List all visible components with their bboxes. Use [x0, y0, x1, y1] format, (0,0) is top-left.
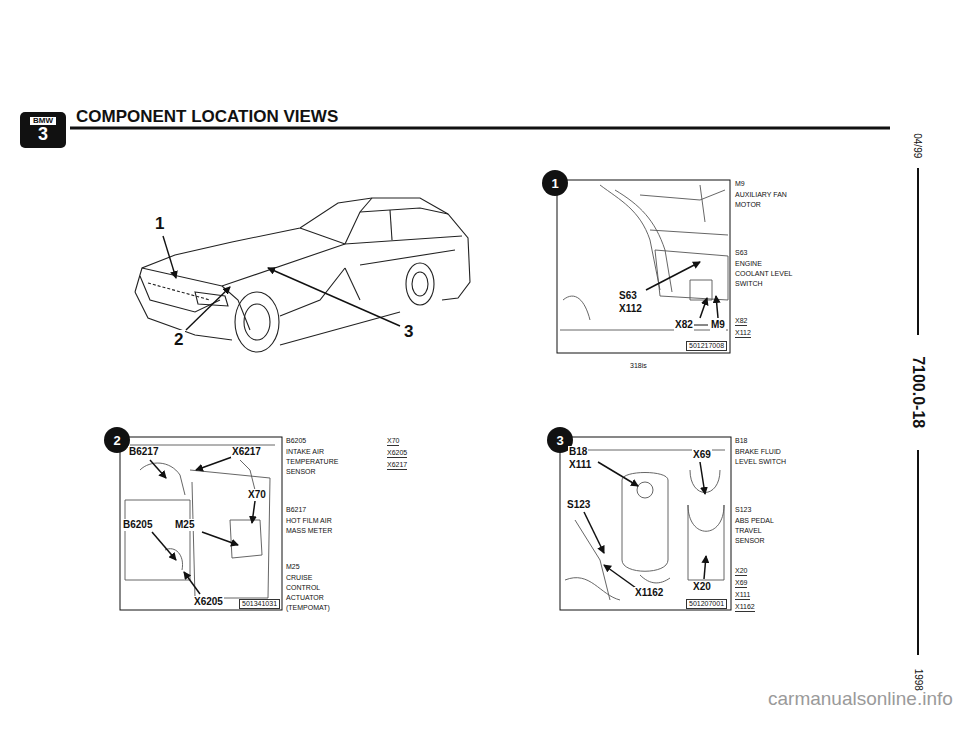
photo-number: 501341031 — [239, 599, 280, 609]
part-code: M25 — [286, 563, 300, 571]
part-code: M9 — [735, 180, 745, 188]
part-code: X20 — [692, 581, 712, 593]
callout-number: 3 — [402, 322, 415, 342]
brand-logo: BMW3 — [20, 112, 66, 148]
part-code: S63 — [735, 249, 747, 257]
connector-code: X6205 — [387, 449, 407, 458]
side-rule — [917, 168, 919, 335]
callout-number: 2 — [113, 433, 120, 448]
connector-code: X6217 — [387, 461, 407, 470]
callout-number: 1 — [551, 176, 558, 191]
part-code: M25 — [174, 519, 195, 531]
logo-text: 3 — [38, 125, 48, 143]
connector-code: X1162 — [735, 603, 755, 612]
callout-arrow — [150, 262, 718, 594]
connector-code: X111 — [735, 591, 750, 600]
part-code: B6217 — [128, 446, 159, 458]
part-description: BRAKE FLUID LEVEL SWITCH — [735, 447, 787, 467]
part-description: ABS PEDAL TRAVEL SENSOR — [735, 516, 791, 546]
photo-number: 501207001 — [686, 599, 727, 609]
part-code: S123 — [566, 499, 591, 511]
photo-panel — [120, 180, 731, 610]
callout-badge: 2 — [104, 427, 130, 453]
part-description: HOT FILM AIR MASS METER — [286, 516, 338, 536]
leader-line — [163, 236, 400, 330]
part-code: B18 — [735, 437, 747, 445]
part-code: M9 — [710, 319, 726, 331]
part-code: X111 — [568, 459, 592, 471]
part-description: ENGINE COOLANT LEVEL SWITCH — [735, 259, 795, 289]
callout-number: 2 — [172, 330, 185, 350]
part-description: INTAKE AIR TEMPERATURE SENSOR — [286, 447, 338, 477]
part-code: X70 — [247, 489, 267, 501]
logo-text: BMW — [30, 117, 56, 126]
connector-code: X70 — [387, 437, 399, 446]
part-code: X82 — [674, 319, 694, 331]
part-code: X6205 — [193, 596, 224, 608]
part-code: X112 — [618, 303, 643, 315]
car-drawing — [135, 198, 470, 352]
title-rule — [70, 127, 890, 130]
part-code: S63 — [618, 290, 638, 302]
part-code: X6217 — [231, 446, 262, 458]
connector-code: X20 — [735, 567, 747, 576]
callout-number: 3 — [556, 433, 563, 448]
connector-code: X69 — [735, 579, 747, 588]
page-date: 04/99 — [912, 130, 924, 161]
callout-badge: 1 — [542, 170, 568, 196]
part-code: X1162 — [634, 587, 664, 599]
watermark: carmanualsonline.info — [768, 688, 953, 710]
part-code: B6205 — [286, 437, 306, 445]
part-code: S123 — [735, 506, 751, 514]
part-code: X69 — [692, 449, 712, 461]
part-code: B6205 — [122, 519, 153, 531]
callout-number: 1 — [153, 214, 166, 234]
part-code: B18 — [568, 446, 588, 458]
connector-code: X82 — [735, 317, 747, 326]
connector-code: X112 — [735, 329, 751, 338]
page-number: 7100.0-18 — [909, 353, 927, 431]
model-note: 318is — [630, 362, 647, 370]
side-rule — [917, 450, 919, 655]
part-description: AUXILIARY FAN MOTOR — [735, 190, 795, 210]
part-description: CRUISE CONTROL ACTUATOR (TEMPOMAT) — [286, 573, 346, 613]
page-title: COMPONENT LOCATION VIEWS — [76, 107, 338, 127]
photo-number: 501217008 — [686, 341, 727, 351]
part-code: B6217 — [286, 506, 306, 514]
photo-linework — [125, 185, 728, 600]
